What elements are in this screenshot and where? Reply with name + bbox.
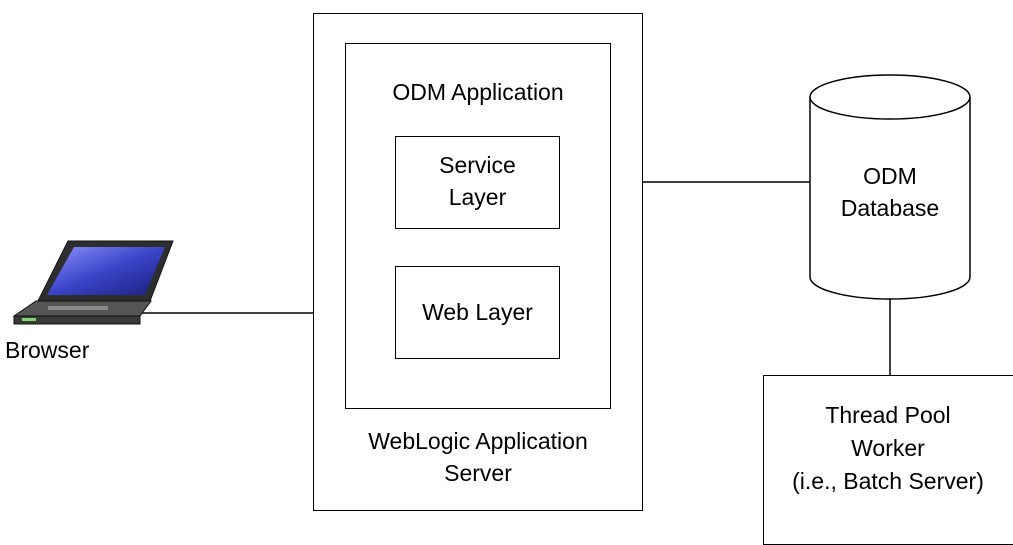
service-layer-label: Service Layer	[395, 149, 560, 213]
service-layer-label-line1: Service	[439, 152, 516, 178]
database-label: ODM Database	[810, 160, 970, 224]
worker-label-line3: (i.e., Batch Server)	[792, 468, 984, 494]
weblogic-server-label-line1: WebLogic Application	[368, 428, 588, 454]
database-cylinder	[809, 74, 971, 300]
laptop-icon	[12, 240, 174, 325]
service-layer-label-line2: Layer	[448, 184, 507, 210]
browser-label: Browser	[5, 337, 90, 363]
odm-application-label: ODM Application	[392, 79, 564, 105]
database-label-line1: ODM	[863, 163, 917, 189]
service-layer-box	[395, 136, 560, 229]
web-layer-label: Web Layer	[422, 299, 533, 325]
worker-label: Thread Pool Worker (i.e., Batch Server)	[768, 399, 1008, 498]
worker-label-line2: Worker	[851, 435, 925, 461]
database-label-line2: Database	[840, 195, 940, 221]
weblogic-server-label: WebLogic Application Server	[313, 425, 643, 489]
weblogic-server-label-line2: Server	[444, 460, 512, 486]
web-layer-box	[395, 266, 560, 359]
architecture-diagram: WebLogic Application Server ODM Applicat…	[5, 13, 1013, 545]
worker-label-line1: Thread Pool	[825, 402, 951, 428]
